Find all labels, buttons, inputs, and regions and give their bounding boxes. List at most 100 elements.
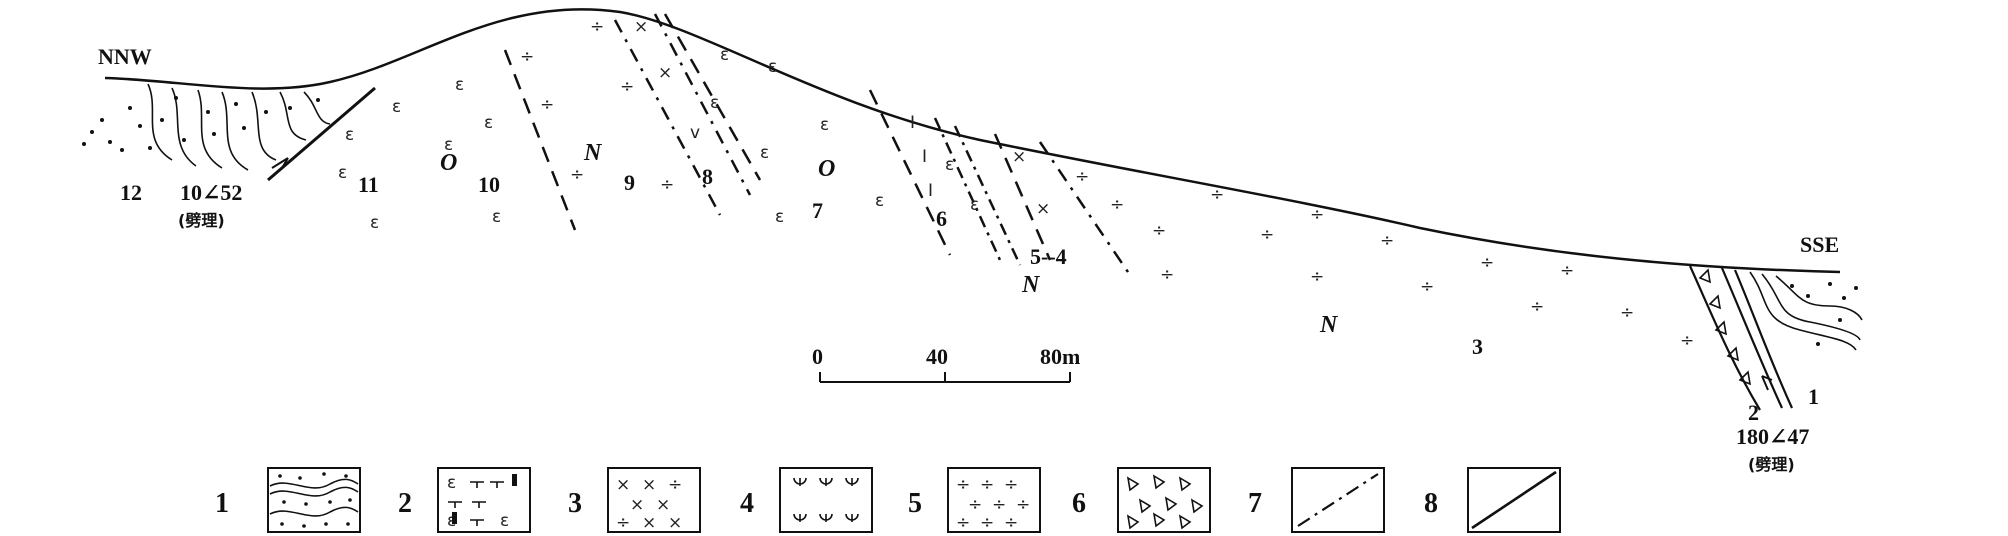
unit-label-3: 3 — [1472, 334, 1483, 359]
attitude-right: 180∠47 — [1736, 424, 1809, 449]
svg-text:÷: ÷ — [1152, 221, 1166, 241]
svg-text:ε: ε — [945, 155, 954, 175]
legend-box-4 — [780, 468, 872, 532]
svg-text:÷: ÷ — [1310, 267, 1324, 287]
unit-label-12: 12 — [120, 180, 142, 205]
svg-text:÷: ÷ — [1075, 167, 1089, 187]
svg-text:÷: ÷ — [1530, 297, 1544, 317]
svg-text:÷: ÷ — [1004, 513, 1018, 533]
svg-text:×: × — [642, 475, 656, 495]
legend: 1 2 ε ε ε 3 × × ÷ × × ÷ × × 4 — [215, 468, 1560, 533]
svg-text:×: × — [1036, 199, 1050, 219]
svg-text:ε: ε — [768, 57, 777, 77]
svg-text:ε: ε — [447, 473, 456, 493]
svg-text:ε: ε — [338, 163, 347, 183]
svg-text:÷: ÷ — [1420, 277, 1434, 297]
svg-text:÷: ÷ — [1260, 225, 1274, 245]
svg-text:ε: ε — [370, 213, 379, 233]
svg-text:×: × — [656, 495, 670, 515]
legend-label-4: 4 — [740, 488, 754, 519]
rock-code-n-2: N — [1021, 272, 1041, 298]
attitude-left-note: (劈理) — [178, 211, 225, 230]
svg-text:÷: ÷ — [620, 77, 634, 97]
unit-label-1: 1 — [1808, 384, 1819, 409]
unit-label-5-4: 5--4 — [1030, 244, 1067, 269]
legend-label-8: 8 — [1424, 488, 1438, 519]
svg-text:÷: ÷ — [570, 165, 584, 185]
scale-tick-40: 40 — [926, 344, 948, 369]
svg-text:ε: ε — [484, 113, 493, 133]
svg-text:×: × — [1012, 147, 1026, 167]
svg-text:÷: ÷ — [590, 17, 604, 37]
svg-text:×: × — [668, 513, 682, 533]
svg-text:÷: ÷ — [956, 513, 970, 533]
svg-text:÷: ÷ — [540, 95, 554, 115]
direction-label-nnw: NNW — [98, 44, 152, 69]
svg-text:÷: ÷ — [1210, 185, 1224, 205]
svg-text:÷: ÷ — [616, 513, 630, 533]
svg-text:÷: ÷ — [980, 513, 994, 533]
svg-text:I: I — [910, 113, 915, 133]
unit-1-sandstone — [1750, 272, 1862, 350]
svg-text:÷: ÷ — [668, 475, 682, 495]
svg-text:×: × — [616, 475, 630, 495]
attitude-left: 10∠52 — [180, 180, 242, 205]
svg-text:÷: ÷ — [1016, 495, 1030, 515]
svg-text:÷: ÷ — [660, 175, 674, 195]
legend-label-6: 6 — [1072, 488, 1086, 519]
svg-text:÷: ÷ — [520, 47, 534, 67]
legend-box-7 — [1292, 468, 1384, 532]
unit-2-breccia-zone — [1690, 266, 1792, 410]
attitude-right-note: (劈理) — [1748, 455, 1795, 474]
svg-text:×: × — [634, 17, 648, 37]
legend-label-5: 5 — [908, 488, 922, 519]
legend-box-6 — [1118, 468, 1210, 532]
svg-text:ε: ε — [875, 191, 884, 211]
svg-text:÷: ÷ — [956, 475, 970, 495]
svg-text:ε: ε — [392, 97, 401, 117]
scale-tick-80: 80m — [1040, 344, 1080, 369]
svg-text:÷: ÷ — [1160, 265, 1174, 285]
svg-text:÷: ÷ — [968, 495, 982, 515]
scale-tick-0: 0 — [812, 344, 823, 369]
unit-label-6: 6 — [936, 206, 947, 231]
legend-label-1: 1 — [215, 488, 229, 519]
svg-text:÷: ÷ — [1110, 195, 1124, 215]
svg-text:×: × — [658, 63, 672, 83]
rock-code-o-right: O — [818, 156, 835, 182]
direction-label-sse: SSE — [1800, 232, 1839, 257]
svg-text:×: × — [642, 513, 656, 533]
v-symbol: v — [690, 123, 700, 143]
legend-label-7: 7 — [1248, 488, 1262, 519]
svg-text:÷: ÷ — [1310, 205, 1324, 225]
svg-text:÷: ÷ — [1680, 331, 1694, 351]
rock-code-o-left: O — [440, 150, 457, 176]
svg-text:ε: ε — [760, 143, 769, 163]
svg-text:ε: ε — [720, 45, 729, 65]
svg-text:ε: ε — [500, 511, 509, 531]
svg-text:ε: ε — [492, 207, 501, 227]
svg-text:÷: ÷ — [992, 495, 1006, 515]
scale-bar — [820, 372, 1070, 382]
svg-text:ε: ε — [455, 75, 464, 95]
rock-code-n-1: N — [583, 140, 603, 166]
svg-text:I: I — [928, 181, 933, 201]
topographic-profile — [105, 9, 1840, 272]
svg-text:ε: ε — [970, 195, 979, 215]
svg-text:÷: ÷ — [1380, 231, 1394, 251]
svg-text:ε: ε — [345, 125, 354, 145]
svg-text:÷: ÷ — [1480, 253, 1494, 273]
unit-label-9: 9 — [624, 170, 635, 195]
svg-text:÷: ÷ — [1560, 261, 1574, 281]
legend-label-3: 3 — [568, 488, 582, 519]
svg-text:×: × — [630, 495, 644, 515]
rock-code-n-3: N — [1319, 312, 1339, 338]
svg-text:ε: ε — [820, 115, 829, 135]
svg-text:÷: ÷ — [1620, 303, 1634, 323]
svg-text:÷: ÷ — [980, 475, 994, 495]
unit-label-11: 11 — [358, 172, 379, 197]
cross-symbols: × × × × — [634, 17, 1050, 219]
legend-label-2: 2 — [398, 488, 412, 519]
unit-label-2: 2 — [1748, 400, 1759, 425]
